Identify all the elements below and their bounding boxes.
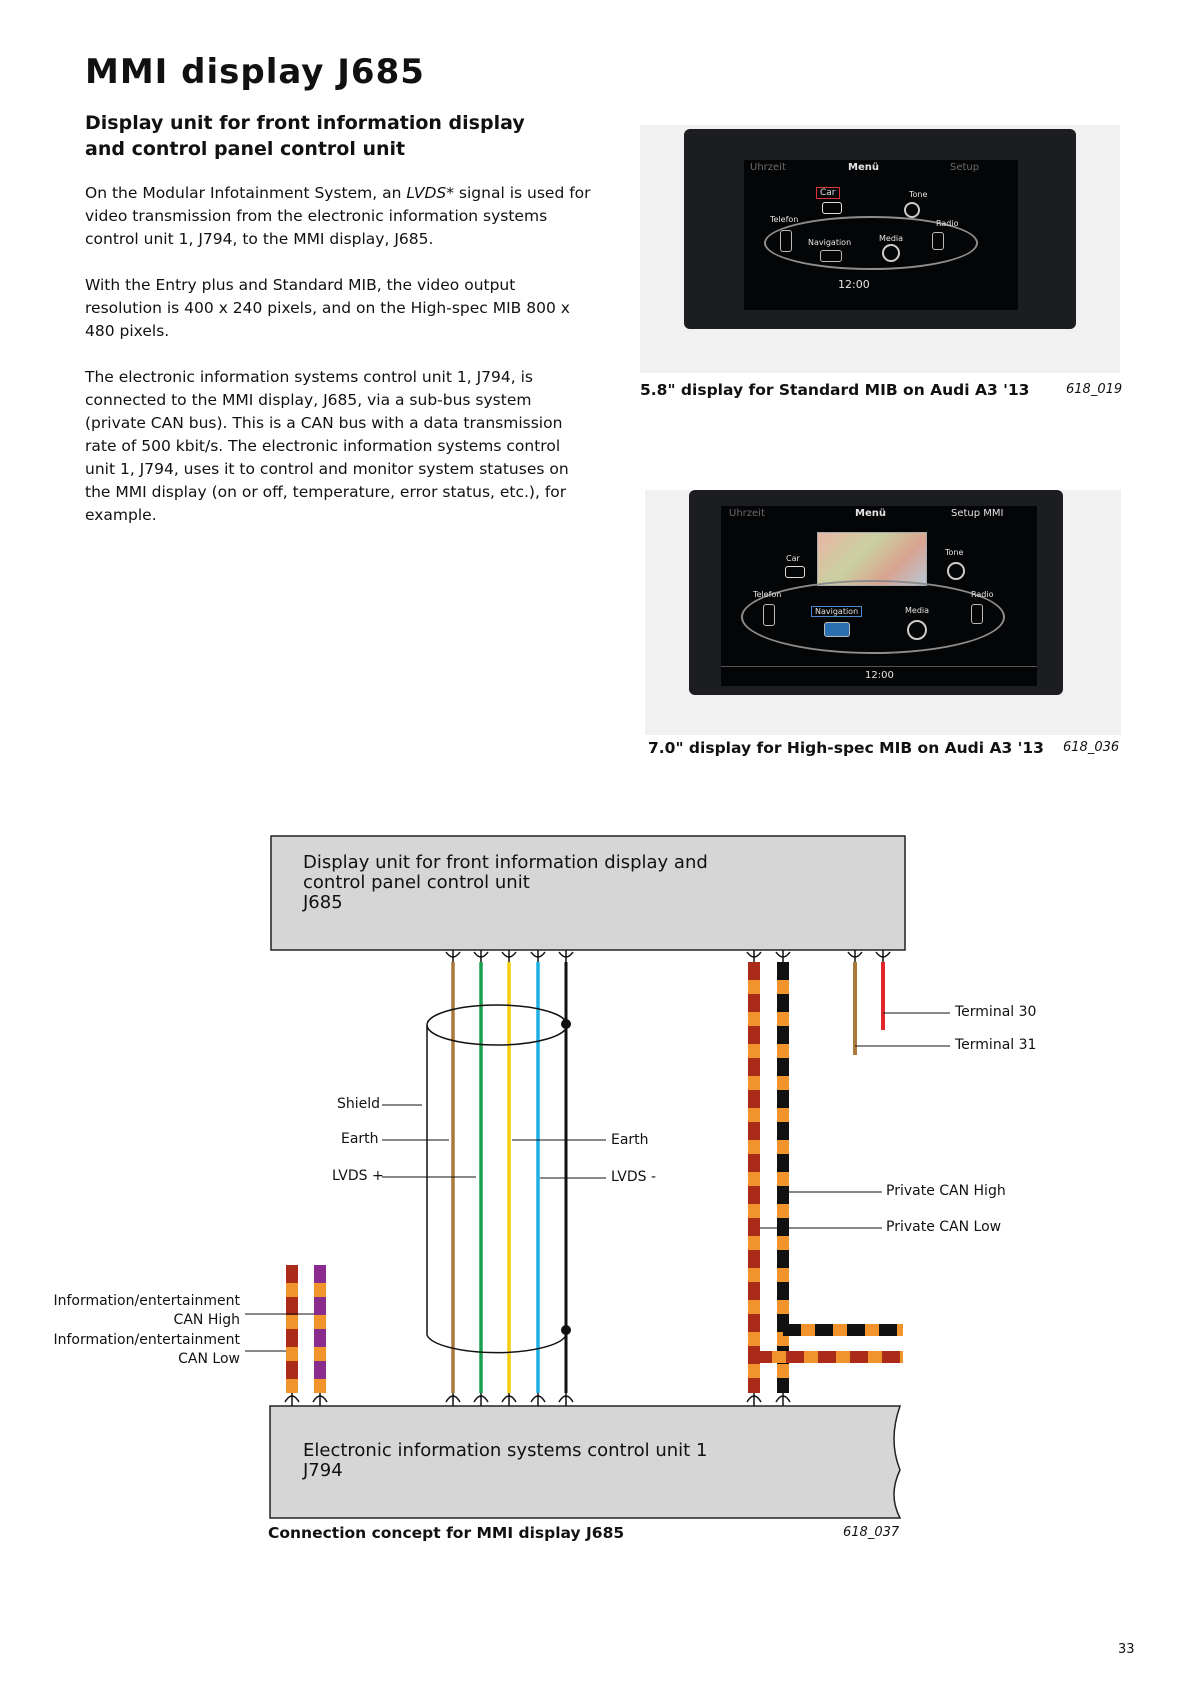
j685-block [270, 835, 906, 951]
radio-icon [932, 232, 944, 250]
paragraph-can-bus: The electronic information systems contr… [85, 368, 569, 524]
phone-icon [780, 230, 792, 252]
label-private-can-low: Private CAN Low [886, 1219, 1002, 1235]
radio-icon [971, 604, 983, 624]
tab-uhrzeit: Uhrzeit [729, 508, 765, 519]
media-icon [907, 620, 927, 640]
shield-node-bottom [561, 1325, 571, 1335]
page-title: MMI display J685 [85, 52, 425, 92]
navigation-icon [820, 250, 842, 262]
phone-icon [763, 604, 775, 626]
label-lvds-minus: LVDS - [611, 1169, 657, 1185]
figure-highspec-display-photo: Uhrzeit Menü Setup MMI Car Tone Telefon … [645, 490, 1121, 735]
figure-standard-display-photo: Uhrzeit Menü Setup Car Tone Telefon Radi… [640, 125, 1120, 373]
figure1-caption: 5.8" display for Standard MIB on Audi A3… [640, 381, 1030, 399]
label-info-can-high: Information/entertainment CAN High [53, 1293, 240, 1328]
label-private-can-high: Private CAN High [886, 1183, 1006, 1199]
label-lvds-plus: LVDS + [332, 1168, 384, 1184]
j685-block-label: Display unit for front information displ… [303, 852, 708, 913]
j685-connector-pins [445, 950, 891, 962]
telefon-item: Telefon [770, 215, 799, 224]
label-earth-left: Earth [341, 1131, 379, 1147]
leader-lines [245, 1012, 950, 1352]
media-item: Media [905, 606, 930, 615]
media-item: Media [879, 234, 904, 243]
diagram-caption: Connection concept for MMI display J685 [268, 1524, 625, 1542]
display-screen: Uhrzeit Menü Setup MMI Car Tone Telefon … [721, 506, 1037, 686]
car-item: Car [786, 554, 800, 563]
label-info-can-low: Information/entertainment CAN Low [53, 1332, 240, 1367]
display-screen: Uhrzeit Menü Setup Car Tone Telefon Radi… [744, 160, 1018, 310]
figure1-ref: 618_019 [1066, 382, 1123, 397]
car-icon [785, 566, 805, 578]
tab-menu: Menü [848, 162, 879, 173]
paragraph-resolution: With the Entry plus and Standard MIB, th… [85, 276, 570, 340]
tab-setup-mmi: Setup MMI [951, 508, 1004, 519]
lvds-term: LVDS* [406, 184, 454, 202]
label-shield: Shield [337, 1096, 381, 1112]
figure2-caption: 7.0" display for High-spec MIB on Audi A… [648, 739, 1044, 757]
radio-item: Radio [971, 590, 994, 599]
j794-block [269, 1405, 902, 1519]
tone-item: Tone [945, 548, 964, 557]
navigation-item: Navigation [808, 238, 852, 247]
label-terminal-31: Terminal 31 [955, 1037, 1037, 1053]
label-earth-right: Earth [611, 1132, 649, 1148]
shield-node-top [561, 1019, 571, 1029]
media-icon [882, 244, 900, 262]
navigation-icon [824, 622, 850, 637]
page-number: 33 [1118, 1642, 1135, 1657]
paragraph-lvds: On the Modular Infotainment System, an L… [85, 184, 591, 248]
tab-setup: Setup [950, 162, 980, 173]
car-icon [822, 202, 842, 214]
menu-oval [764, 216, 978, 270]
j794-block-label: Electronic information systems control u… [303, 1440, 708, 1481]
radio-item: Radio [936, 219, 959, 228]
menu-oval [741, 580, 1005, 654]
figure2-ref: 618_036 [1063, 740, 1120, 755]
tone-icon [947, 562, 965, 580]
clock: 12:00 [838, 278, 870, 291]
navigation-map [817, 532, 927, 586]
shield-bottom [426, 1334, 567, 1354]
diagram-ref: 618_037 [843, 1525, 900, 1540]
label-terminal-30: Terminal 30 [955, 1004, 1037, 1020]
telefon-item: Telefon [753, 590, 782, 599]
tone-item: Tone [909, 190, 928, 199]
section-subtitle: Display unit for front information displ… [85, 112, 525, 160]
j794-connector-pins [284, 1393, 791, 1406]
clock: 12:00 [865, 670, 894, 681]
status-divider [721, 666, 1037, 667]
shield-top [426, 1004, 568, 1046]
shield-cylinder-sides [426, 1025, 567, 1335]
tab-uhrzeit: Uhrzeit [750, 162, 786, 173]
navigation-item: Navigation [811, 606, 863, 617]
tone-icon [904, 202, 920, 218]
tab-menu: Menü [855, 508, 886, 519]
car-item: Car [816, 187, 840, 199]
